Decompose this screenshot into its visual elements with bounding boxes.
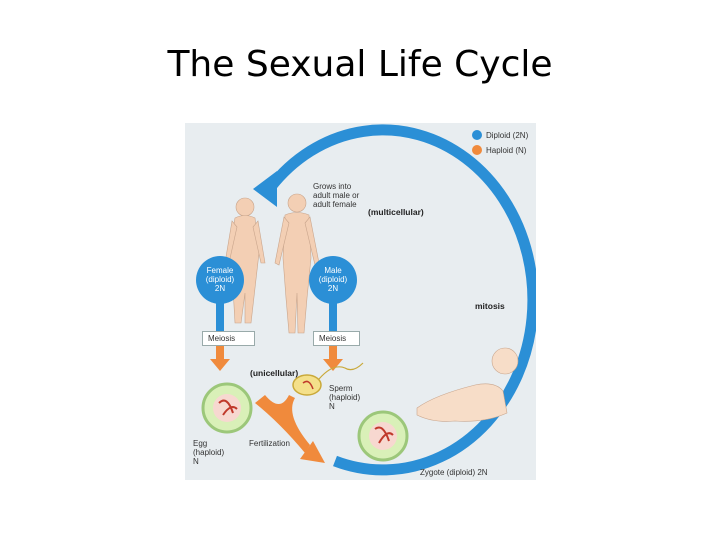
diagram-graphics — [196, 124, 536, 476]
male-diploid-label: Male (diploid) 2N — [318, 266, 348, 293]
grows-label: Grows into adult male or adult female — [313, 182, 360, 209]
cycle-arrowhead — [253, 171, 277, 207]
meiosis-box-right: Meiosis — [313, 331, 360, 346]
egg-label: Egg (haploid) N — [193, 439, 225, 466]
legend-haploid-dot — [472, 145, 482, 155]
male-bar — [329, 303, 337, 331]
unicellular-label: (unicellular) — [250, 368, 299, 378]
cycle-arrow — [265, 124, 536, 476]
fertilization-arrow — [255, 395, 310, 453]
multicellular-label: (multicellular) — [368, 207, 424, 217]
baby-figure — [416, 347, 519, 422]
meiosis-box-left: Meiosis — [202, 331, 255, 346]
zygote-label: Zygote (diploid) 2N — [420, 468, 488, 477]
life-cycle-diagram: Diploid (2N) Haploid (N) Grows into adul… — [185, 123, 536, 480]
meiosis-arrow-right — [323, 345, 343, 371]
legend-haploid-label: Haploid (N) — [486, 146, 527, 155]
female-diploid-label: Female (diploid) 2N — [205, 266, 235, 293]
fertilization-label: Fertilization — [249, 439, 290, 448]
page-title: The Sexual Life Cycle — [167, 44, 553, 85]
legend-diploid-dot — [472, 130, 482, 140]
mitosis-label: mitosis — [475, 301, 505, 311]
meiosis-arrow-left — [210, 345, 230, 371]
sperm-label: Sperm (haploid) N — [329, 384, 361, 411]
female-diploid-circle — [196, 256, 244, 304]
sperm-cell — [292, 362, 364, 396]
male-diploid-circle — [309, 256, 357, 304]
female-bar — [216, 303, 224, 331]
legend-diploid-label: Diploid (2N) — [486, 131, 529, 140]
male-figure — [274, 193, 320, 334]
